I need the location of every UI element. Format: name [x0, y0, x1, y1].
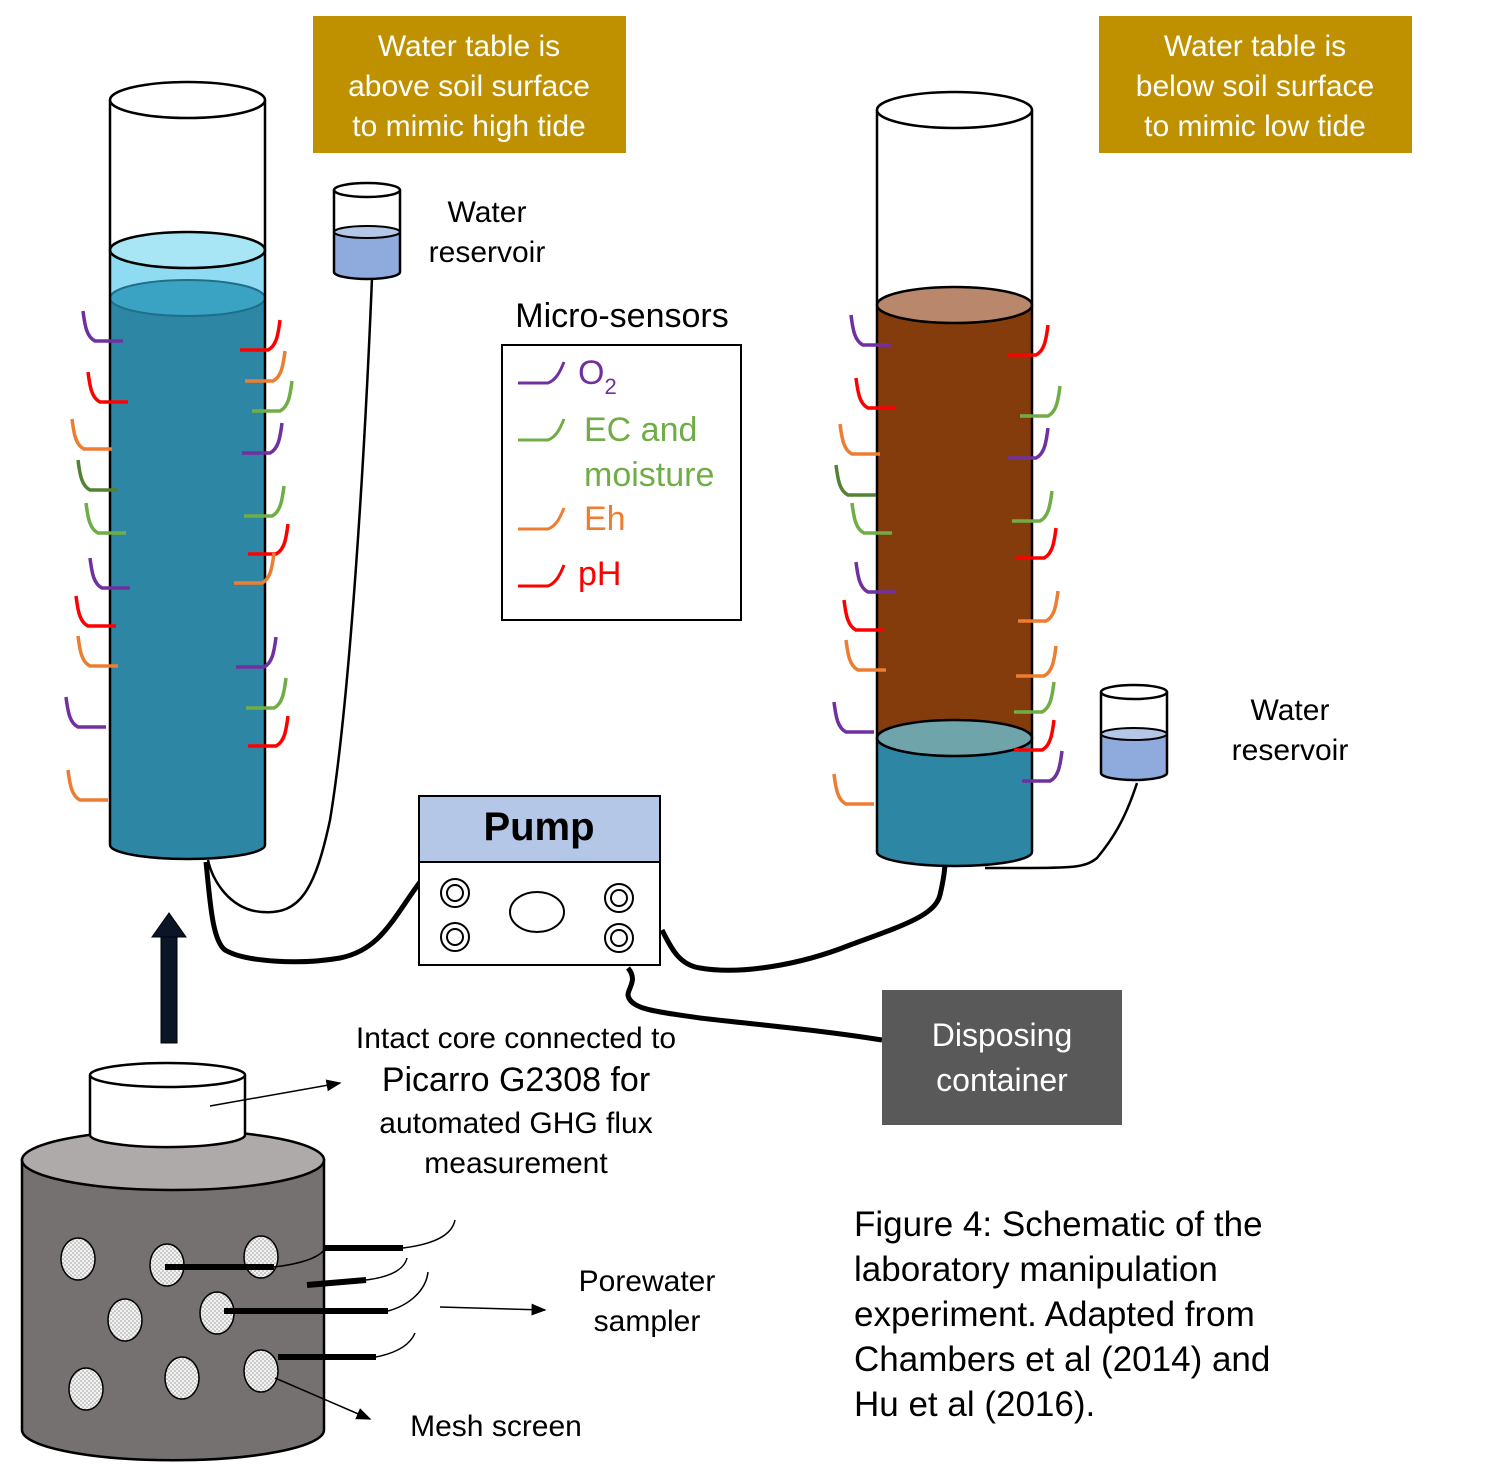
ec-probe-icon	[246, 677, 288, 710]
eh-probe-icon	[844, 639, 886, 672]
low-tide-banner: Water table is below soil surface to mim…	[1099, 16, 1412, 153]
caption-line-2: laboratory manipulation	[854, 1250, 1218, 1289]
left-water-reservoir	[332, 181, 402, 281]
intact-core	[20, 1061, 456, 1462]
left-column	[108, 80, 267, 861]
ph-probe-icon	[74, 595, 116, 628]
o2-probe-icon	[242, 422, 284, 455]
pump-knob-icon	[440, 878, 634, 953]
ec-probe-icon	[252, 380, 294, 413]
disposing-label-1: Disposing	[932, 1017, 1073, 1053]
caption-line-4: Chambers et al (2014) and	[854, 1340, 1270, 1379]
o2-probe-icon	[64, 696, 106, 729]
caption-line-3: experiment. Adapted from	[854, 1295, 1255, 1334]
eh-probe-icon	[234, 552, 276, 585]
legend-ec-2: moisture	[584, 456, 714, 494]
ph-probe-icon	[842, 599, 884, 632]
ph-probe-icon	[1016, 527, 1058, 560]
caption-line-1: Figure 4: Schematic of the	[854, 1205, 1263, 1244]
ph-probe-icon	[248, 715, 290, 748]
eh-probe-icon	[76, 635, 118, 668]
right-column	[875, 90, 1034, 868]
right-reservoir-label-2: reservoir	[1232, 734, 1349, 767]
pump-label: Pump	[483, 805, 594, 849]
porewater-label-2: sampler	[594, 1305, 701, 1338]
ec-probe-icon	[1020, 385, 1062, 418]
ec-probe-icon	[1014, 681, 1056, 714]
high-tide-line-1: Water table is	[378, 30, 560, 63]
legend-o2: O2	[578, 354, 617, 399]
core-text-1: Intact core connected to	[356, 1022, 676, 1055]
ec-probe-icon	[850, 502, 892, 535]
low-tide-line-3: to mimic low tide	[1144, 110, 1366, 143]
o2-probe-icon	[518, 361, 566, 385]
left-reservoir-label-1: Water	[448, 196, 527, 229]
up-arrow-icon	[151, 912, 187, 1044]
ec-probe-icon	[834, 464, 876, 497]
ph-probe-icon	[854, 377, 896, 410]
o2-probe-icon	[832, 701, 874, 734]
mesh-screen-label: Mesh screen	[410, 1410, 582, 1443]
eh-probe-icon	[245, 350, 287, 383]
o2-probe-icon	[849, 314, 891, 347]
core-text-2: Picarro G2308 for	[382, 1061, 650, 1099]
right-water-reservoir	[1099, 683, 1169, 782]
high-tide-line-2: above soil surface	[348, 70, 590, 103]
legend-title: Micro-sensors	[515, 297, 728, 335]
ec-probe-icon	[1012, 490, 1054, 523]
ph-probe-icon	[86, 371, 128, 404]
pointer-arrows	[209, 1079, 547, 1420]
legend-ec-1: EC and	[584, 411, 697, 449]
figure-caption: Figure 4: Schematic of the laboratory ma…	[854, 1205, 1270, 1424]
o2-probe-icon	[88, 557, 130, 590]
porewater-sampler-rods	[165, 1219, 456, 1360]
eh-probe-icon	[70, 418, 112, 451]
o2-probe-icon	[854, 561, 896, 594]
disposing-label-2: container	[936, 1062, 1068, 1098]
legend-eh: Eh	[584, 500, 626, 538]
ec-probe-icon	[244, 485, 286, 518]
ph-probe-icon	[240, 319, 282, 352]
ph-probe-icon	[248, 523, 290, 556]
eh-probe-icon	[838, 423, 880, 456]
ph-probe-icon	[518, 564, 566, 588]
pump: Pump	[418, 795, 661, 966]
tubing	[203, 277, 1139, 1043]
o2-probe-icon	[236, 636, 278, 669]
ec-probe-icon	[76, 459, 118, 492]
eh-probe-icon	[1016, 645, 1058, 678]
o2-probe-icon	[1022, 750, 1064, 783]
right-reservoir-label-1: Water	[1251, 694, 1330, 727]
legend-ph: pH	[578, 555, 621, 593]
core-text-4: measurement	[424, 1147, 608, 1180]
eh-probe-icon	[66, 769, 108, 802]
micro-sensors-legend: O2 EC and moisture Eh pH	[501, 344, 742, 621]
low-tide-line-2: below soil surface	[1136, 70, 1374, 103]
porewater-label-1: Porewater	[579, 1265, 716, 1298]
o2-probe-icon	[81, 310, 123, 343]
high-tide-banner: Water table is above soil surface to mim…	[313, 16, 626, 153]
low-tide-line-1: Water table is	[1164, 30, 1346, 63]
caption-line-5: Hu et al (2016).	[854, 1385, 1095, 1424]
ph-probe-icon	[1008, 324, 1050, 357]
sensor-probes	[64, 310, 1064, 806]
high-tide-line-3: to mimic high tide	[352, 110, 585, 143]
ec-probe-icon	[518, 418, 566, 442]
left-reservoir-label-2: reservoir	[429, 236, 546, 269]
disposing-container: Disposing container	[882, 990, 1122, 1125]
o2-probe-icon	[1008, 427, 1050, 460]
eh-probe-icon	[1018, 590, 1060, 623]
eh-probe-icon	[518, 507, 566, 531]
core-text-3: automated GHG flux	[379, 1107, 652, 1140]
eh-probe-icon	[832, 773, 874, 806]
ph-probe-icon	[1014, 719, 1056, 752]
ec-probe-icon	[84, 502, 126, 535]
